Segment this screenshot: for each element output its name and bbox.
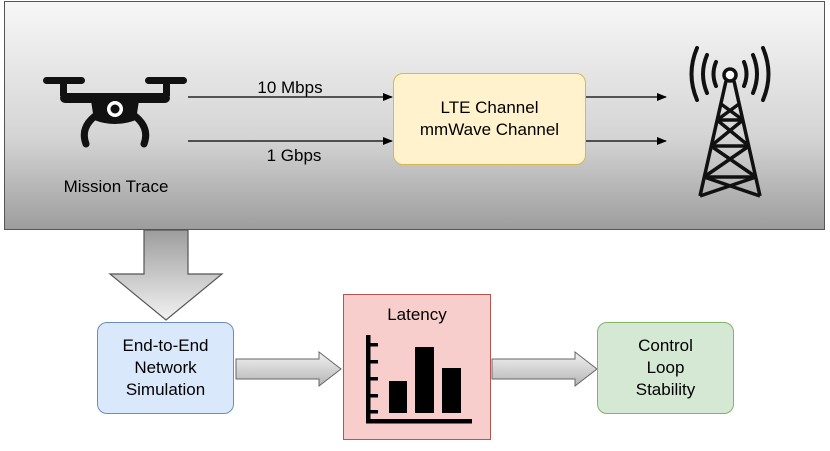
control-line-3: Stability bbox=[635, 380, 696, 399]
latency-title: Latency bbox=[387, 305, 447, 324]
latency-box: Latency bbox=[343, 294, 491, 440]
bar-chart-icon bbox=[366, 335, 472, 424]
cell-tower-icon bbox=[689, 46, 771, 198]
arrow-latency-to-control bbox=[491, 350, 598, 388]
channel-box: LTE Channel mmWave Channel bbox=[393, 73, 586, 165]
e2e-line-2: Network bbox=[134, 358, 197, 377]
drone-label: Mission Trace bbox=[63, 177, 169, 196]
down-arrow bbox=[108, 229, 224, 321]
rate-label-top: 10 Mbps bbox=[257, 78, 323, 97]
channel-line-1: LTE Channel bbox=[440, 98, 539, 117]
e2e-simulation-box: End-to-End Network Simulation bbox=[97, 322, 234, 414]
e2e-line-1: End-to-End bbox=[122, 336, 209, 355]
control-line-1: Control bbox=[638, 336, 693, 355]
e2e-line-3: Simulation bbox=[125, 380, 206, 399]
rate-label-bottom: 1 Gbps bbox=[266, 146, 322, 165]
drone-icon bbox=[43, 77, 187, 148]
control-stability-box: Control Loop Stability bbox=[597, 322, 734, 414]
control-line-2: Loop bbox=[646, 358, 685, 377]
channel-line-2: mmWave Channel bbox=[419, 120, 560, 139]
link-arrows bbox=[188, 93, 667, 145]
arrow-e2e-to-latency bbox=[235, 350, 342, 388]
